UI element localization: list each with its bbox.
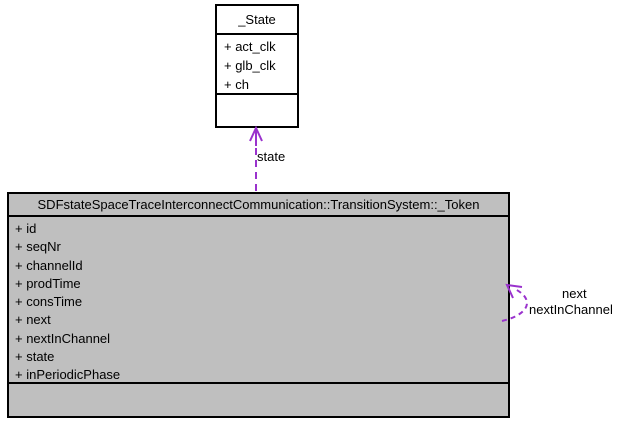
class-node-state[interactable]: _State + act_clk + glb_clk + ch — [215, 4, 299, 128]
empty-compartment — [217, 95, 297, 126]
field-row: + seqNr — [15, 239, 61, 255]
class-fields-state: + act_clk + glb_clk + ch — [217, 35, 297, 95]
field-row: + glb_clk — [224, 58, 276, 73]
edge-label-next-in-channel: nextInChannel — [529, 302, 613, 317]
field-row: + inPeriodicPhase — [15, 367, 121, 383]
field-row: + prodTime — [15, 275, 81, 291]
field-row: + nextInChannel — [15, 330, 111, 346]
class-fields-token: + id + seqNr + channelId + prodTime + co… — [9, 217, 508, 384]
class-node-token: SDFstateSpaceTraceInterconnectCommunicat… — [7, 192, 510, 418]
state-arrowhead-icon — [249, 125, 263, 142]
edge-label-state: state — [257, 149, 286, 164]
edge-label-next: next — [562, 286, 587, 301]
field-row: + next — [15, 312, 51, 328]
field-row: + state — [15, 349, 55, 365]
field-row: + act_clk — [224, 39, 276, 54]
empty-compartment — [9, 384, 508, 416]
class-title-token: SDFstateSpaceTraceInterconnectCommunicat… — [9, 194, 508, 217]
field-row: + consTime — [15, 294, 83, 310]
field-row: + ch — [224, 77, 249, 92]
class-title-state: _State — [217, 6, 297, 35]
field-row: + id — [15, 221, 37, 236]
field-row: + channelId — [15, 257, 83, 273]
